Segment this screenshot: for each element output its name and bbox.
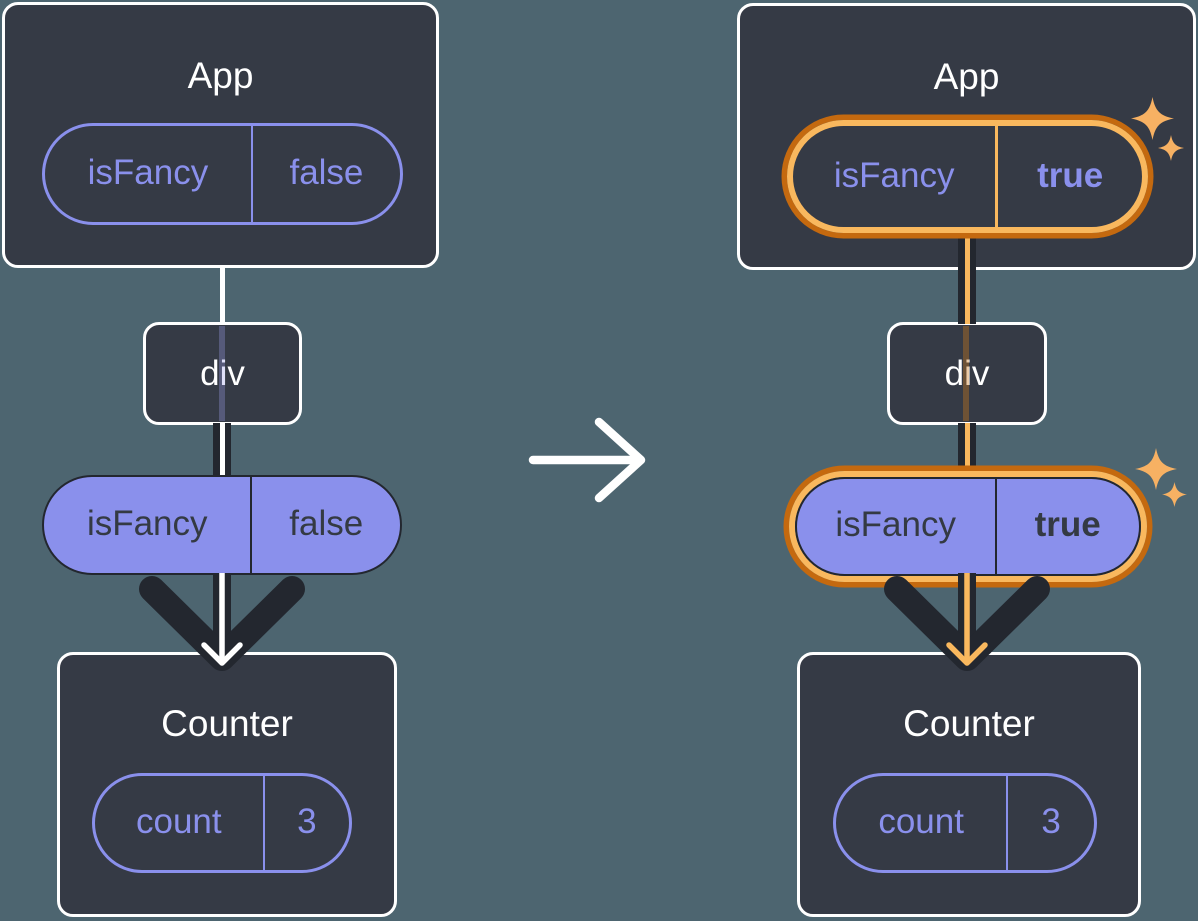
state-pill-isfancy-after: isFancy true: [793, 126, 1142, 227]
highlight-ring-prop-after: isFancy true: [788, 470, 1147, 582]
connector-app-to-div-core-after: [964, 234, 970, 324]
sparkle-icon: [1131, 97, 1174, 140]
prop-name: isFancy: [86, 504, 208, 543]
state-value: 3: [1006, 776, 1094, 870]
state-name: count: [878, 802, 964, 841]
props-arrow-down-before: [139, 573, 305, 671]
connector-through-div-after: [963, 326, 969, 421]
sparkle-icon: [1162, 482, 1187, 507]
highlight-ring-state-after: isFancy true: [787, 120, 1148, 233]
prop-name: isFancy: [835, 505, 956, 544]
state-value: 3: [262, 776, 349, 870]
connector-through-div-before: [219, 326, 225, 421]
app-title: App: [187, 55, 254, 96]
prop-value: true: [994, 478, 1139, 574]
connector-app-to-div-before: [219, 266, 225, 324]
state-name: isFancy: [833, 155, 955, 195]
counter-title: Counter: [903, 703, 1035, 744]
state-pill-count-after: count 3: [833, 773, 1097, 873]
state-value: true: [995, 126, 1142, 227]
prop-value: false: [250, 477, 400, 573]
div-label: div: [200, 353, 245, 393]
state-value: false: [250, 126, 400, 222]
app-title: App: [933, 56, 1000, 97]
sparkle-icon: [1158, 135, 1184, 161]
div-label: div: [944, 353, 990, 393]
prop-pill-isfancy-before: isFancy false: [42, 475, 402, 575]
state-name: isFancy: [87, 153, 209, 192]
transition-arrow-icon: [528, 417, 646, 503]
state-pill-isfancy-before: isFancy false: [42, 123, 403, 225]
state-name: count: [136, 802, 222, 841]
state-pill-count-before: count 3: [92, 773, 352, 873]
sparkle-icon: [1135, 448, 1177, 490]
props-arrow-down-after: [884, 573, 1050, 671]
counter-title: Counter: [161, 703, 293, 744]
connector-div-to-prop-core-after: [964, 423, 970, 470]
prop-pill-isfancy-after: isFancy true: [794, 476, 1141, 576]
connector-div-to-prop-core-before: [219, 423, 225, 480]
